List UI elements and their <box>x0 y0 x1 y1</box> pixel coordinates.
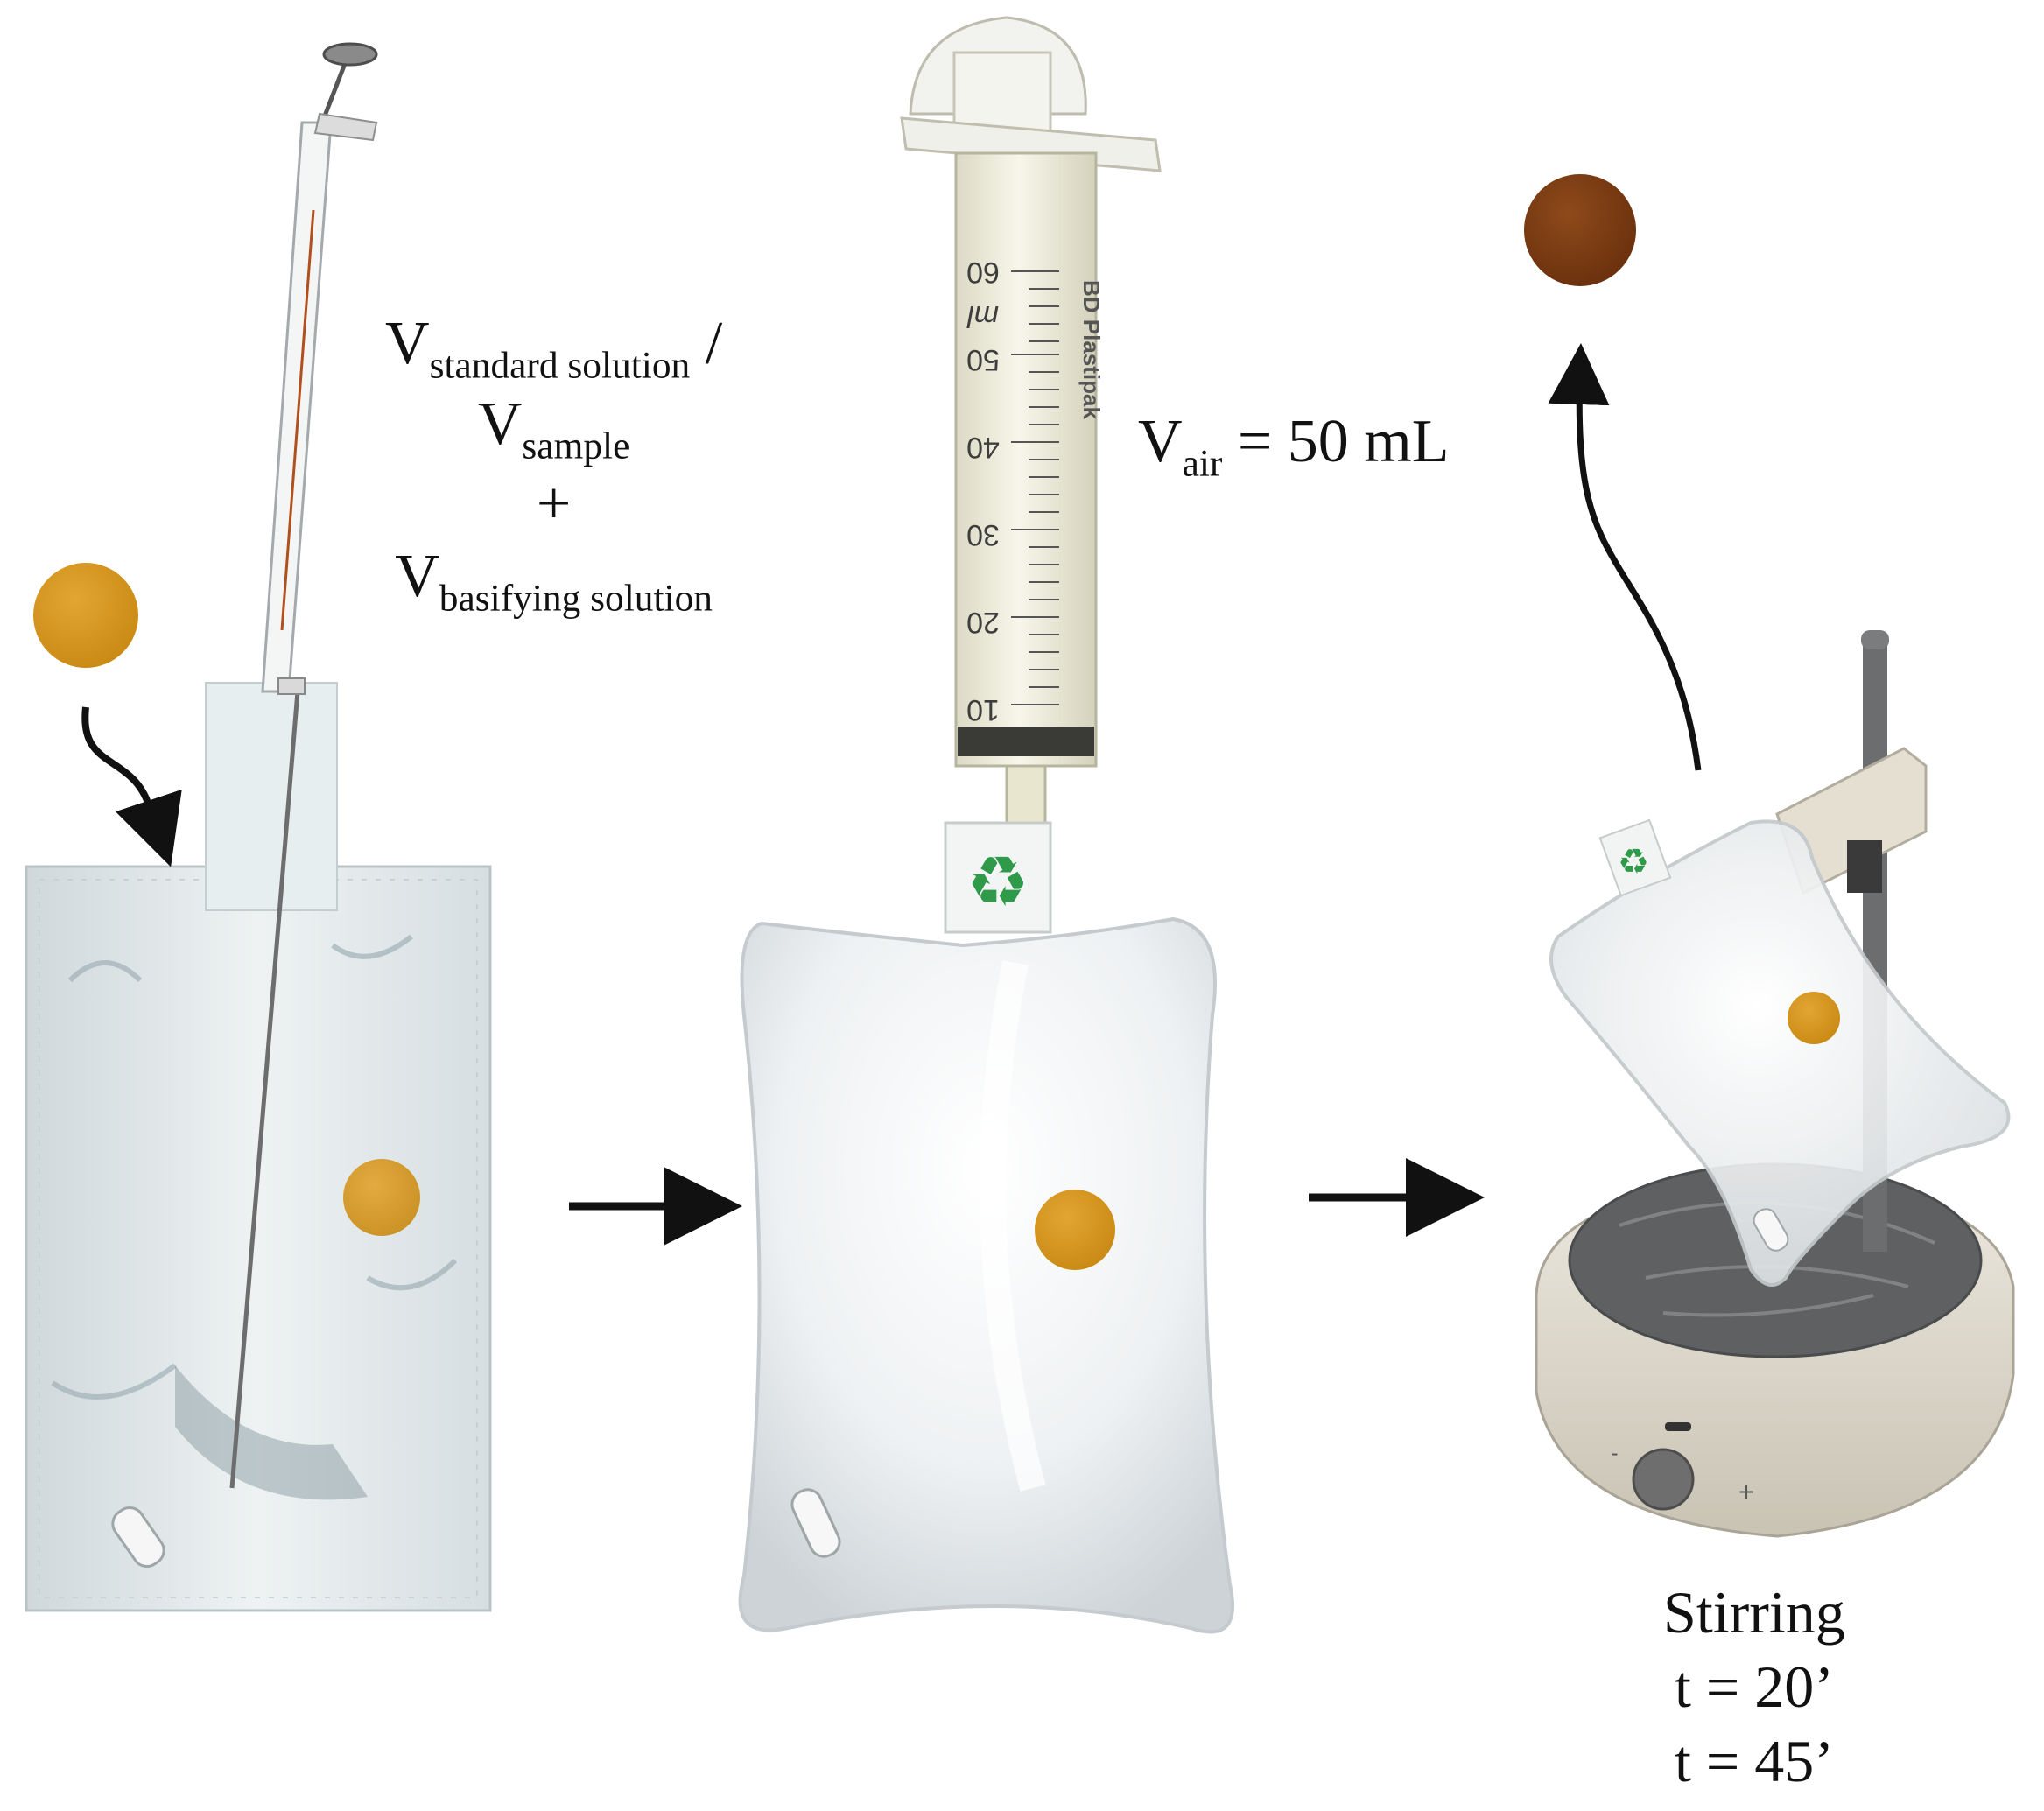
syringe-scale-20: 20 <box>966 606 1000 639</box>
syringe-brand: BD Plastipak <box>1078 280 1105 419</box>
syringe: 60 ml 50 40 30 20 10 BD Plastipak <box>900 16 1162 829</box>
valve-recycle-tag: ♻ <box>944 821 1052 934</box>
small-recycle-icon: ♻ <box>1618 842 1649 882</box>
microsyringe <box>229 42 378 1489</box>
syringe-scale-50: 50 <box>966 343 1000 376</box>
disk-in-flat-bag <box>343 1159 420 1236</box>
recycle-icon: ♻ <box>966 841 1029 923</box>
disk-in-inflated-bag <box>1035 1190 1115 1270</box>
stirrer-knob <box>1632 1448 1695 1511</box>
stirring-title: Stirring <box>1663 1579 1845 1646</box>
volume-standard-line: Vstandard solution / <box>385 310 723 387</box>
knob-plus-sign: + <box>1738 1479 1755 1504</box>
volume-sample-line: Vsample <box>477 390 630 467</box>
syringe-scale-30: 30 <box>966 518 1000 551</box>
syringe-scale-60: 60 <box>966 256 1000 289</box>
syringe-scale-10: 10 <box>966 693 1000 727</box>
stirring-label: Stirring t = 20’ t = 45’ <box>1663 1576 1845 1799</box>
knob-minus-sign: - <box>1611 1441 1619 1465</box>
volumes-label: Vstandard solution / Vsample + Vbasifyin… <box>385 308 722 621</box>
disk-in-tilted-bag <box>1788 992 1840 1044</box>
disk-final <box>1524 174 1636 286</box>
stirring-time-2: t = 45’ <box>1674 1728 1834 1794</box>
sampling-bag-flat <box>25 682 492 1612</box>
syringe-unit: ml <box>966 299 999 333</box>
volume-plus-sign: + <box>536 470 572 538</box>
arrow-disk-to-bag <box>81 706 182 867</box>
sampling-bag-tilted: ♻ <box>1549 818 2011 1287</box>
stirring-time-1: t = 20’ <box>1674 1653 1834 1720</box>
volume-basifying-line: Vbasifying solution <box>395 543 713 620</box>
air-volume-label: Vair = 50 mL <box>1138 408 1450 485</box>
sampling-bag-inflated <box>738 916 1234 1634</box>
disk-initial <box>33 563 138 668</box>
arrow-bag-to-result <box>1548 343 1702 771</box>
syringe-scale-40: 40 <box>966 431 1000 464</box>
